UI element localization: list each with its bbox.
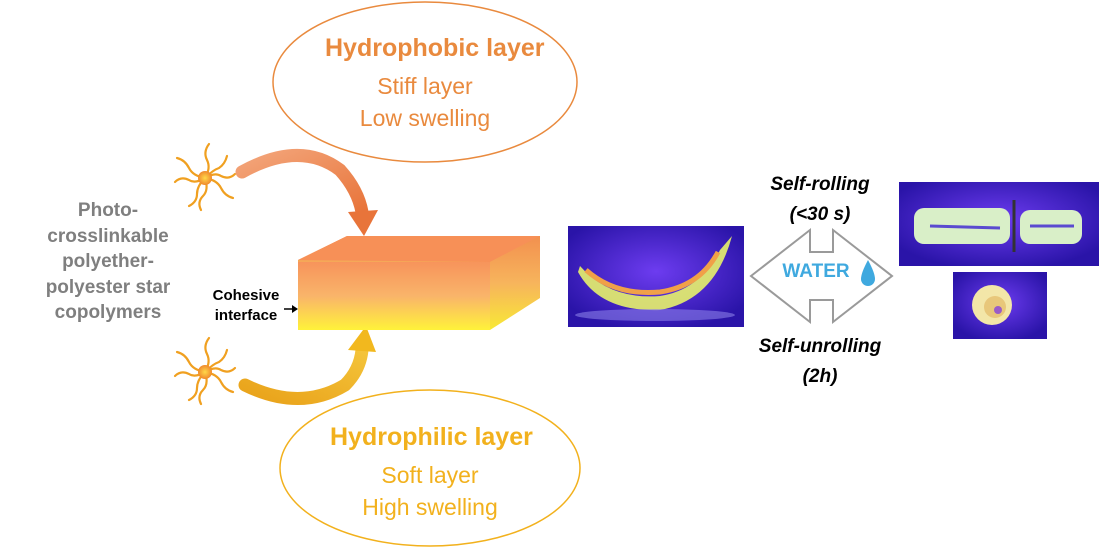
hydrophobic-title: Hydrophobic layer: [325, 34, 545, 62]
bilayer-slab: [298, 236, 540, 330]
polymer-label-line: copolymers: [54, 302, 162, 323]
interface-label: Cohesive interface: [196, 286, 296, 326]
star-polymer-icon: [173, 142, 237, 212]
interface-label-line: interface: [214, 307, 278, 324]
hydrophilic-line2: High swelling: [362, 494, 498, 520]
hydrophilic-line1: Soft layer: [381, 462, 479, 488]
interface-pointer-arrow: [284, 305, 298, 313]
scroll-end-photo: [953, 272, 1047, 339]
self-rolling-label: Self-rolling (<30 s): [720, 170, 920, 230]
polymer-label-line: polyester star: [45, 276, 171, 298]
hydrophobic-ellipse: [272, 1, 578, 163]
rolled-film-photo: [899, 182, 1099, 266]
hydrophilic-ellipse: [279, 389, 581, 547]
self-unrolling-label: Self-unrolling (2h): [720, 332, 920, 392]
double-arrow-icon: [749, 227, 894, 325]
self-unrolling-time: (2h): [802, 366, 838, 387]
self-rolling-time: (<30 s): [789, 204, 851, 225]
star-polymer-icon: [173, 336, 237, 406]
water-label: WATER: [782, 261, 850, 282]
hydrophobic-line1: Stiff layer: [377, 73, 473, 99]
top-curved-arrow: [235, 149, 378, 236]
polymer-label-line: crosslinkable: [47, 225, 169, 247]
interface-label-line: Cohesive: [212, 287, 280, 304]
polymer-label: Photo- crosslinkable polyether- polyeste…: [38, 198, 178, 326]
bottom-curved-arrow: [238, 326, 376, 405]
self-unrolling-text: Self-unrolling: [758, 336, 882, 357]
hydrophobic-line2: Low swelling: [359, 105, 491, 131]
water-drop-icon: [861, 260, 875, 286]
bent-film-photo: [568, 226, 744, 327]
hydrophilic-title: Hydrophilic layer: [330, 423, 533, 451]
polymer-label-line: Photo-: [77, 200, 139, 221]
self-rolling-text: Self-rolling: [770, 174, 870, 195]
polymer-label-line: polyether-: [62, 251, 154, 272]
